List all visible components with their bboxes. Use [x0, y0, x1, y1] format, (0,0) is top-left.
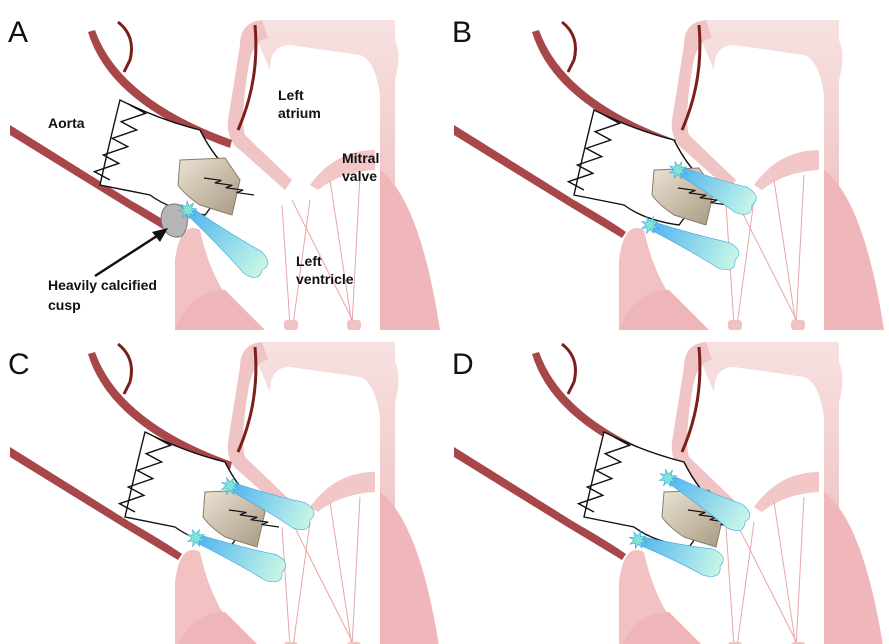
panel-letter-b: B: [452, 16, 472, 49]
panel-letter-a: A: [8, 16, 28, 49]
calcified-cusp-arrow: [95, 228, 168, 276]
label-mitral-valve-1: Mitral: [342, 150, 379, 166]
label-mitral-valve-2: valve: [342, 168, 377, 184]
label-calcified-cusp-1: Heavily calcified: [48, 277, 157, 293]
panel-letter-d: D: [452, 348, 474, 381]
label-left-atrium-2: atrium: [278, 105, 321, 121]
panel-d: [454, 342, 884, 644]
label-left-ventricle-2: ventricle: [296, 271, 354, 287]
label-aorta: Aorta: [48, 115, 85, 131]
label-calcified-cusp-2: cusp: [48, 297, 81, 313]
label-left-atrium-1: Left: [278, 87, 304, 103]
panel-c: [10, 342, 440, 644]
panel-letter-c: C: [8, 348, 30, 381]
panel-b: [454, 20, 884, 330]
label-left-ventricle-1: Left: [296, 253, 322, 269]
